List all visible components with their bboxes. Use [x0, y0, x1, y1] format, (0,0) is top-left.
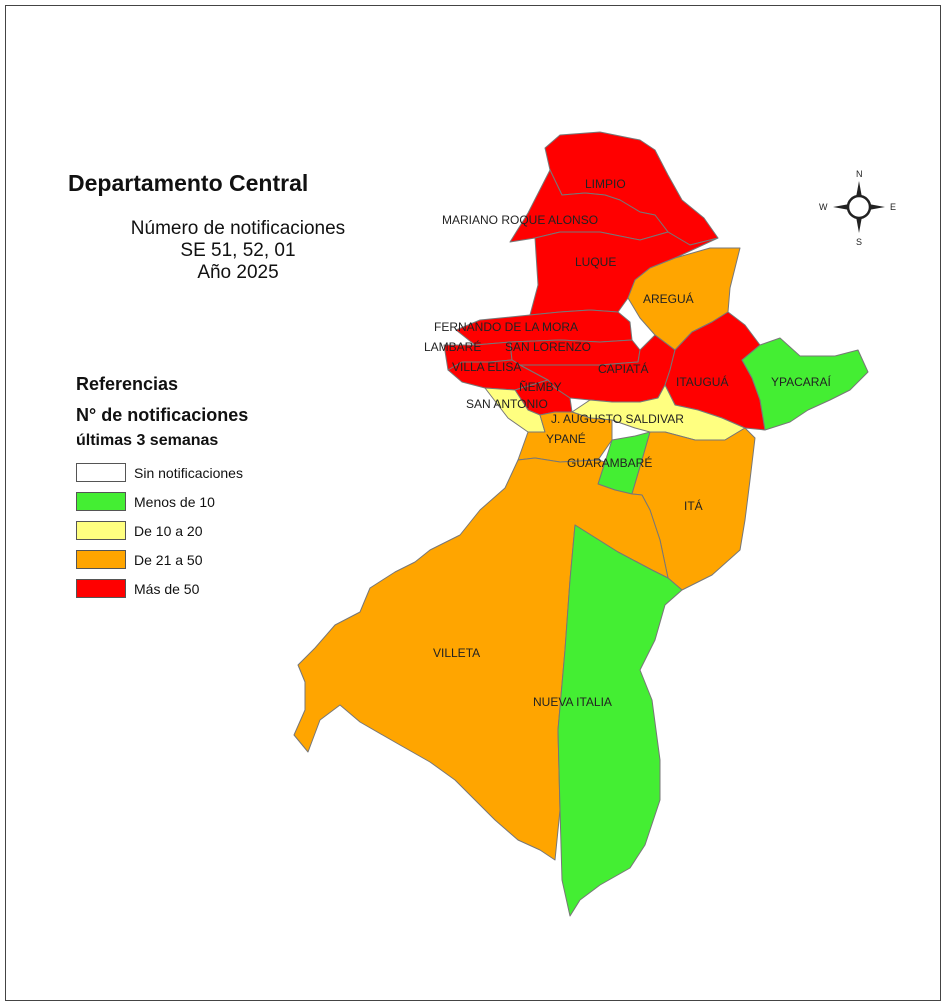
label-nuevaitalia: NUEVA ITALIA [533, 695, 612, 709]
compass-s: S [856, 237, 862, 247]
label-sanlorenzo: SAN LORENZO [505, 340, 591, 354]
legend-swatch-mas-de-50 [76, 579, 126, 598]
legend-item: Menos de 10 [76, 487, 248, 516]
label-aregua: AREGUÁ [643, 291, 694, 306]
legend-label: De 10 a 20 [134, 522, 203, 539]
label-ita: ITÁ [684, 498, 703, 513]
label-guarambare: GUARAMBARÉ [567, 455, 652, 470]
compass-e: E [890, 202, 896, 212]
label-lambare: LAMBARÉ [424, 339, 481, 354]
label-jas: J. AUGUSTO SALDIVAR [551, 412, 684, 426]
legend: Referencias N° de notificaciones últimas… [76, 374, 248, 603]
legend-swatch-menos-de-10 [76, 492, 126, 511]
compass-w: W [819, 202, 828, 212]
legend-item: De 21 a 50 [76, 545, 248, 574]
legend-subheading-2: últimas 3 semanas [76, 432, 219, 449]
legend-subheading-1: N° de notificaciones [76, 405, 249, 425]
subtitle-line-1: Número de notificaciones [130, 218, 346, 239]
legend-item: Sin notificaciones [76, 458, 248, 487]
label-villaelisa: VILLA ELISA [452, 360, 521, 374]
legend-label: De 21 a 50 [134, 551, 203, 568]
subtitle-line-3: Año 2025 [197, 262, 279, 283]
legend-items: Sin notificaciones Menos de 10 De 10 a 2… [76, 458, 248, 603]
label-mra: MARIANO ROQUE ALONSO [442, 213, 598, 227]
legend-swatch-de-21-a-50 [76, 550, 126, 569]
map-title: Departamento Central [68, 170, 309, 196]
label-ypane: YPANÉ [546, 431, 586, 446]
map-subtitle: Número de notificaciones SE 51, 52, 01 A… [66, 218, 410, 284]
label-villeta: VILLETA [433, 646, 480, 660]
label-ypacarai: YPACARAÍ [771, 374, 831, 389]
label-itaugua: ITAUGUÁ [676, 374, 728, 389]
district-ypacarai[interactable] [741, 337, 869, 431]
label-limpio: LIMPIO [585, 177, 626, 191]
label-luque: LUQUE [575, 255, 616, 269]
district-villeta[interactable] [293, 457, 669, 861]
legend-heading: Referencias [76, 374, 179, 394]
legend-swatch-de-10-a-20 [76, 521, 126, 540]
compass-rose-icon: N S E W [819, 169, 896, 247]
district-jas[interactable] [571, 384, 746, 441]
legend-label: Más de 50 [134, 580, 200, 597]
map-frame [5, 5, 941, 1001]
legend-swatch-sin-notificaciones [76, 463, 126, 482]
compass-n: N [856, 169, 863, 179]
label-fdm: FERNANDO DE LA MORA [434, 320, 578, 334]
legend-item: De 10 a 20 [76, 516, 248, 545]
legend-label: Menos de 10 [134, 493, 215, 510]
legend-label: Sin notificaciones [134, 464, 243, 481]
legend-item: Más de 50 [76, 574, 248, 603]
subtitle-line-2: SE 51, 52, 01 [180, 240, 296, 261]
label-nemby: ÑEMBY [519, 380, 562, 394]
district-nuevaitalia[interactable] [557, 524, 683, 917]
label-sanantonio: SAN ANTONIO [466, 397, 548, 411]
label-capiata: CAPIATÁ [598, 361, 648, 376]
